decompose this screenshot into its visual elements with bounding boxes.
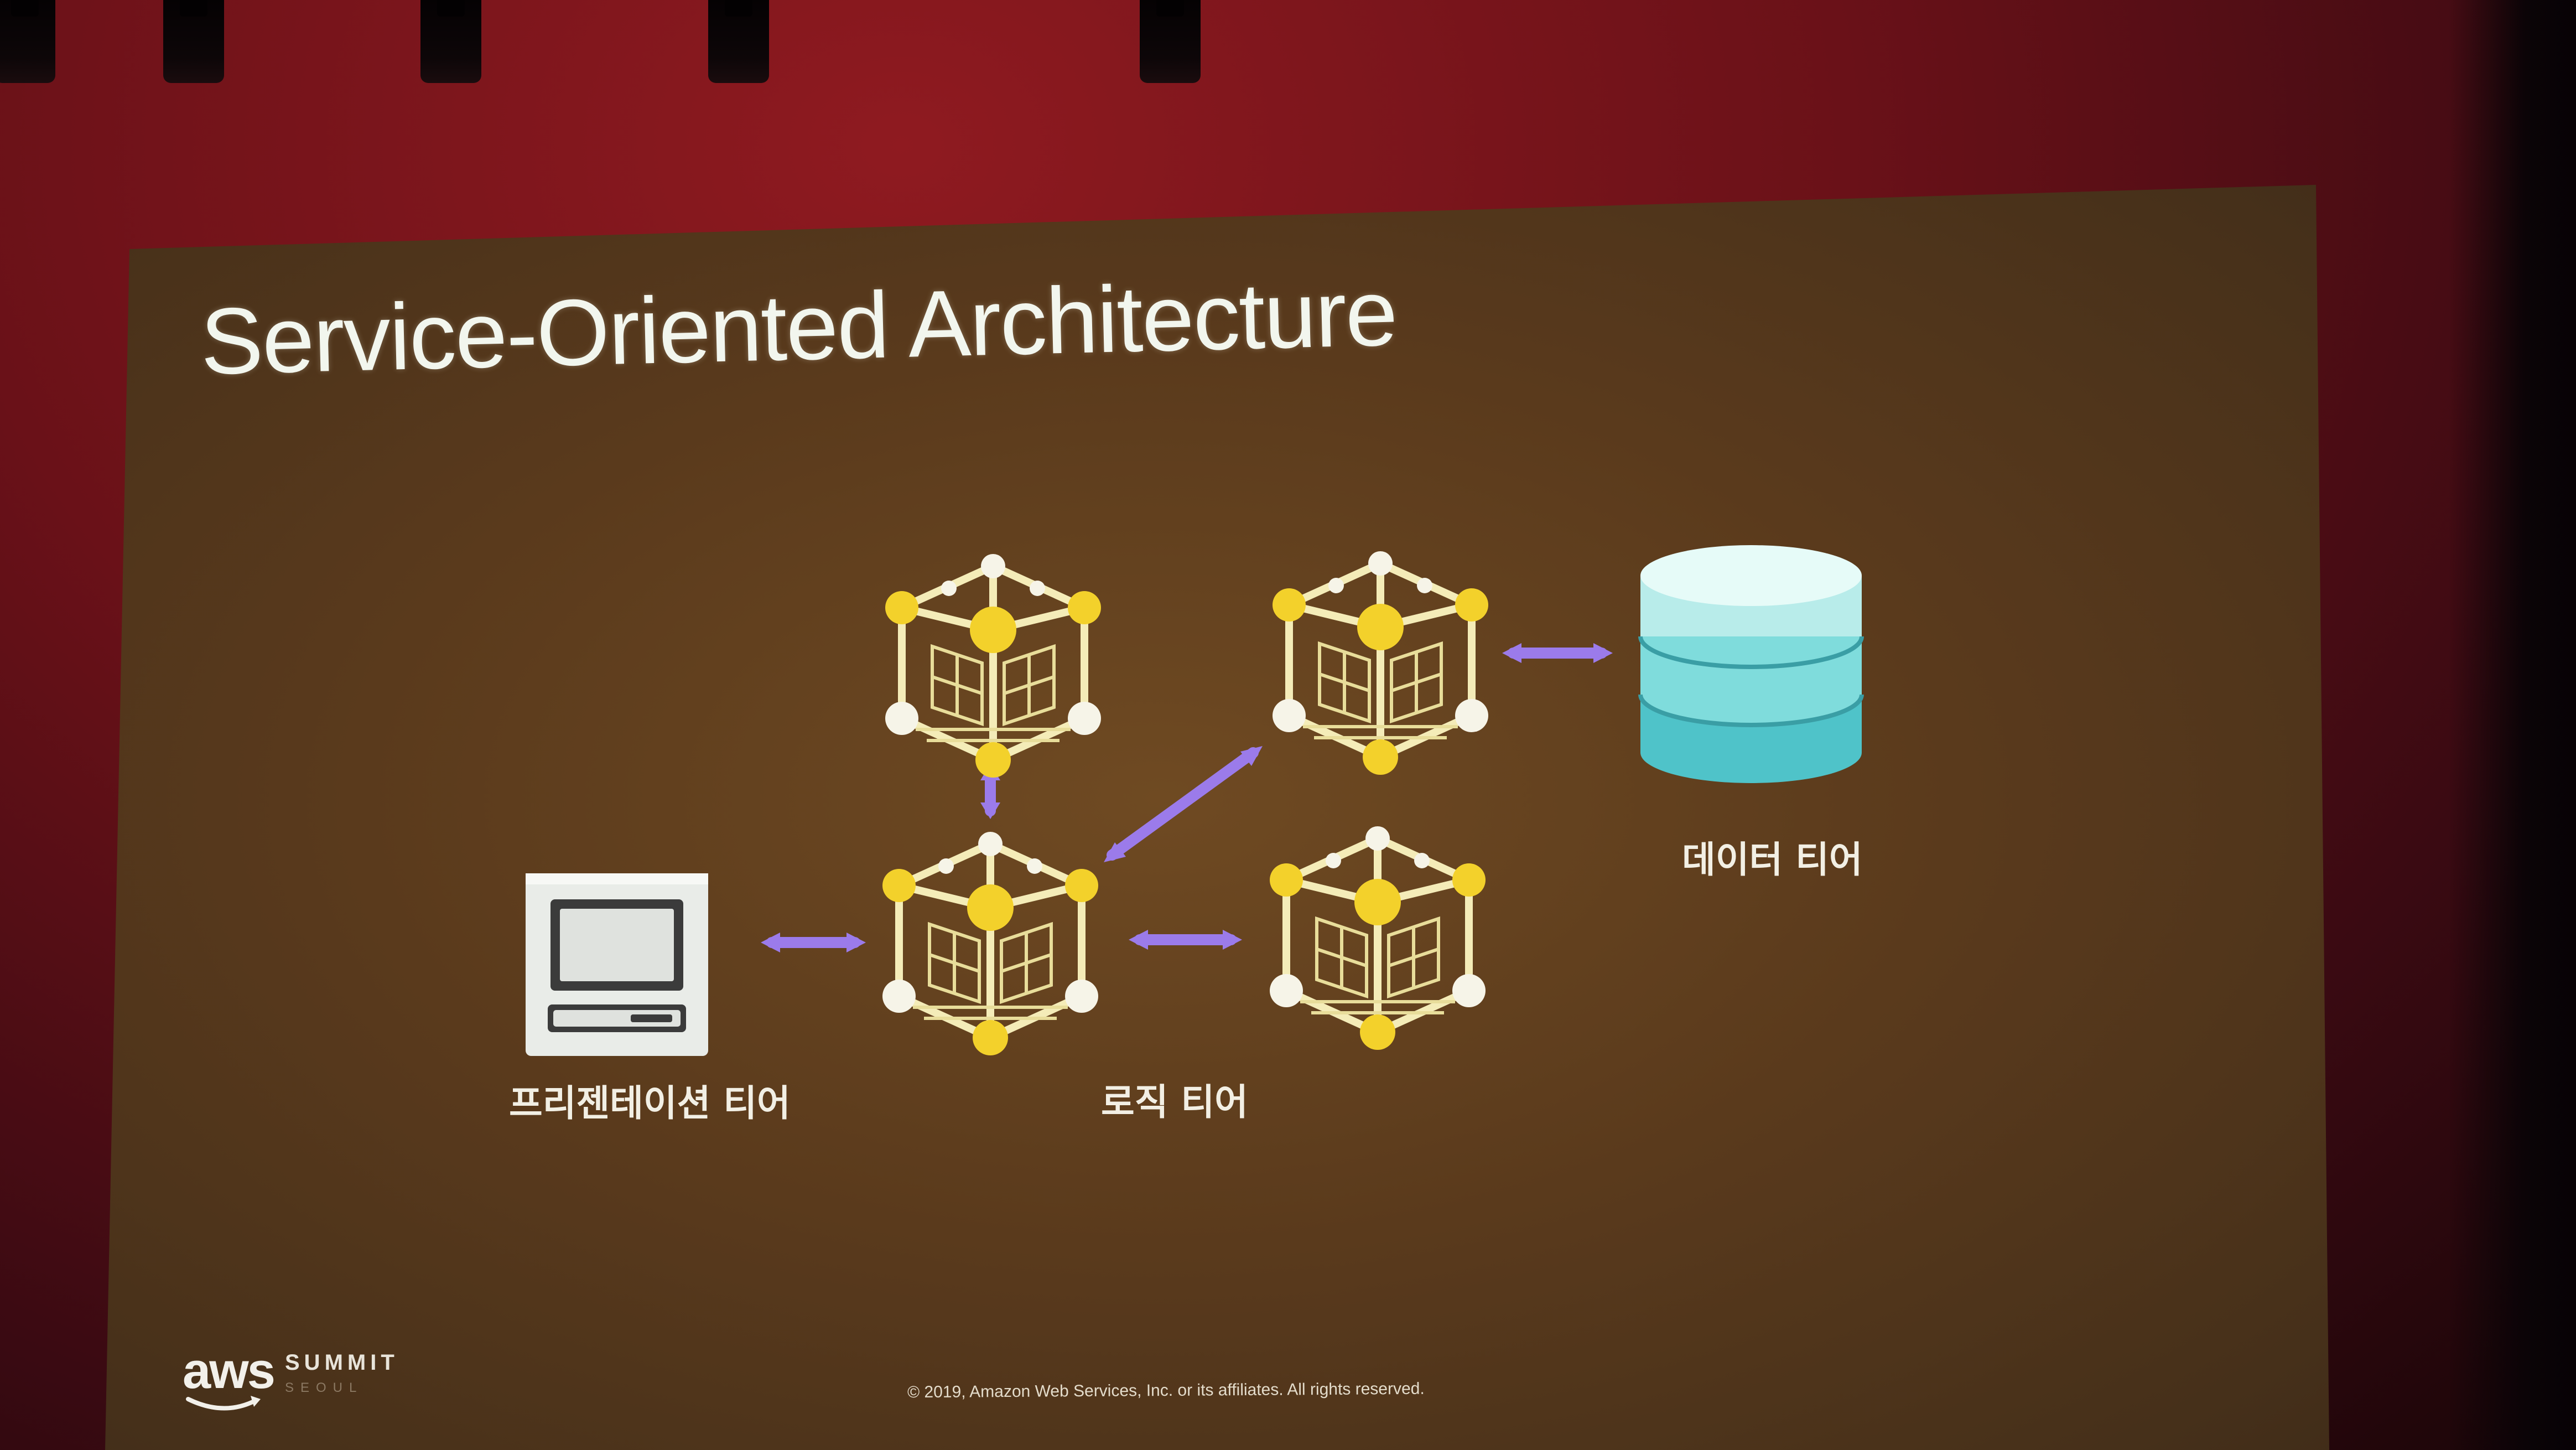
seoul-logo-text: SEOUL <box>285 1380 363 1395</box>
stage-light-fixture <box>708 0 769 83</box>
computer-terminal-icon <box>526 873 708 1056</box>
stage-light-fixture <box>1140 0 1201 83</box>
dark-side-area <box>2449 0 2576 1450</box>
data-tier-label: 데이터 티어 <box>1682 838 1863 881</box>
service-cube-icon <box>882 832 1098 1055</box>
service-cube-icon <box>1273 551 1488 775</box>
service-cube-icon <box>885 554 1101 778</box>
stage-light-fixture <box>163 0 224 83</box>
aws-smile-icon <box>186 1396 261 1411</box>
service-cube-icon <box>1270 826 1486 1050</box>
copyright-footer: © 2019, Amazon Web Services, Inc. or its… <box>907 1379 1425 1402</box>
summit-logo-text: SUMMIT <box>285 1350 399 1375</box>
stage-light-fixture <box>0 0 55 83</box>
logic-tier-label: 로직 티어 <box>1101 1081 1248 1123</box>
aws-logo: aws <box>183 1343 276 1399</box>
arrow-service-diagonal <box>1107 747 1259 861</box>
presentation-tier-label: 프리젠테이션 티어 <box>509 1082 791 1125</box>
stage-light-fixture <box>420 0 481 83</box>
database-cylinder-icon <box>1638 545 1864 783</box>
